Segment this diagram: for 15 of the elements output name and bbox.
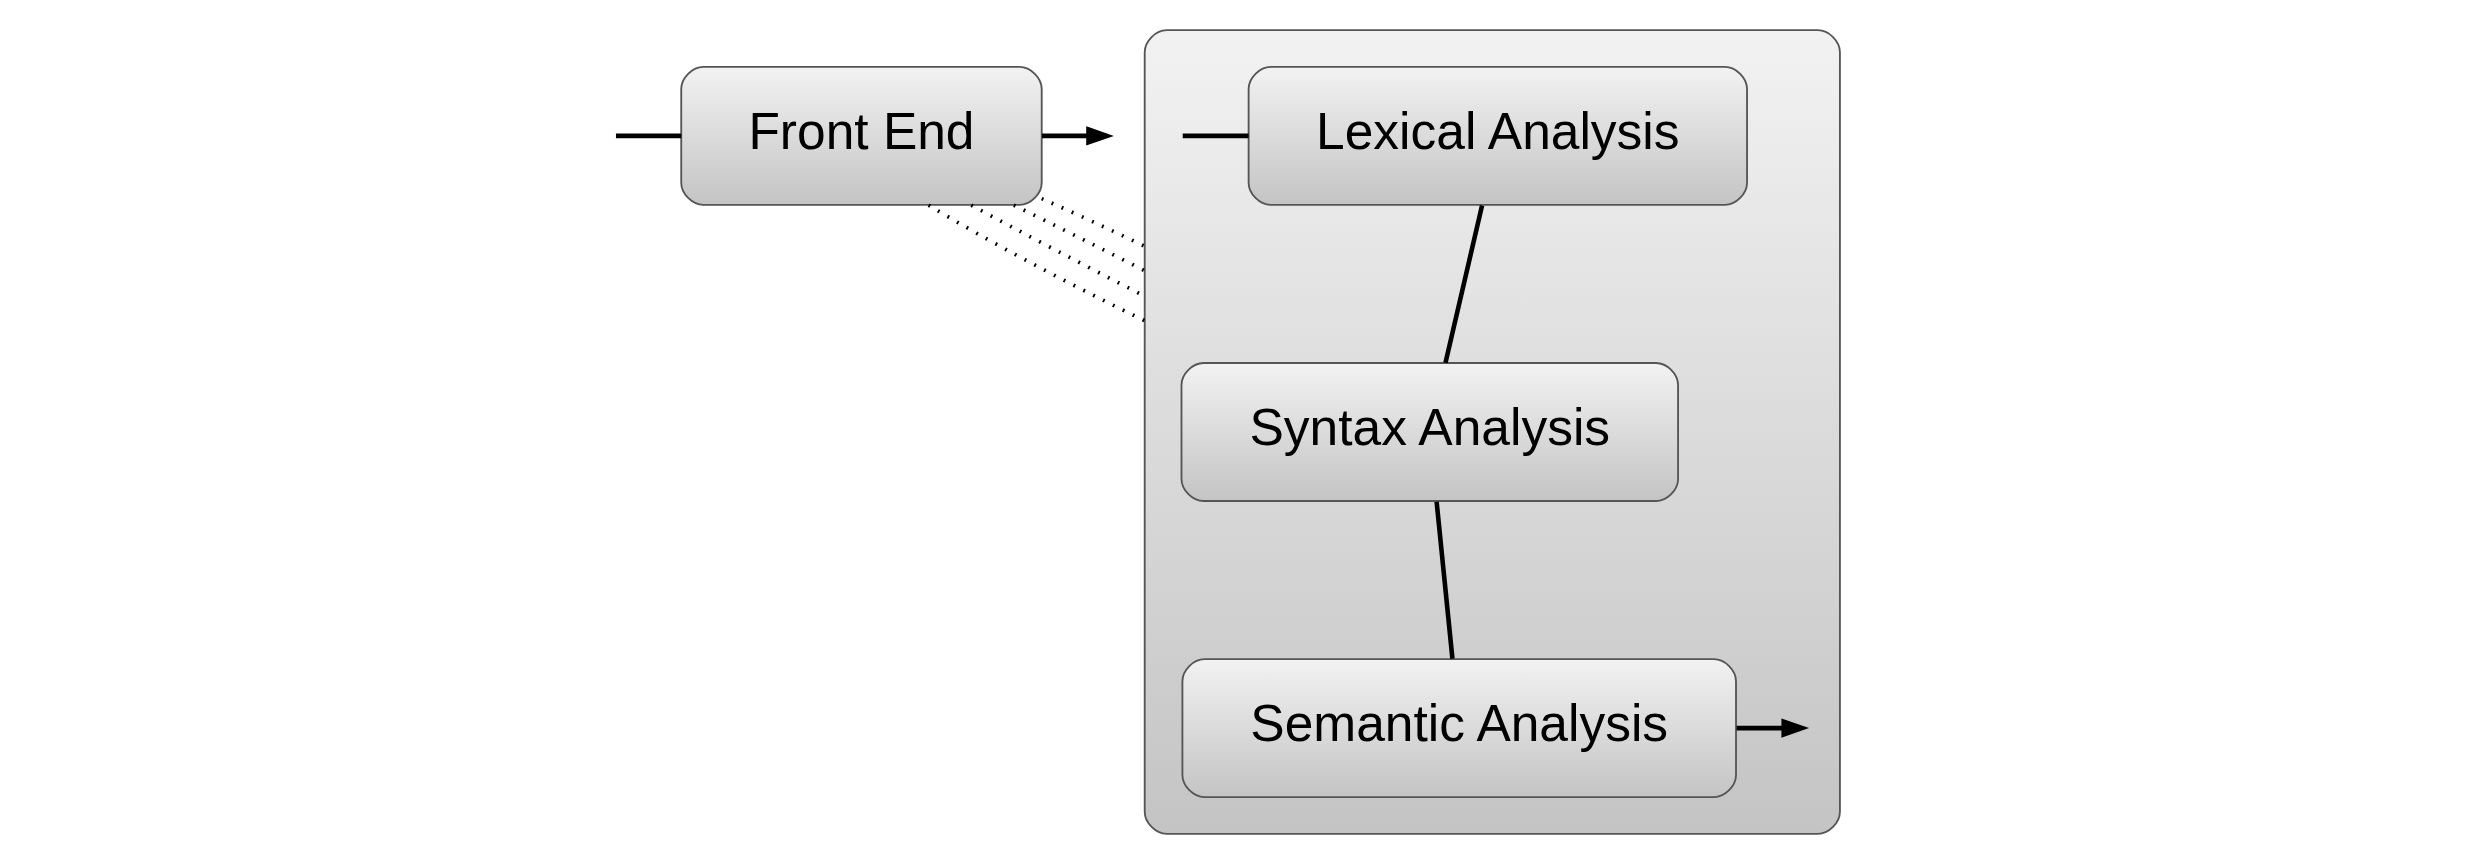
connector [1433, 501, 1455, 660]
connector [1182, 133, 1249, 139]
connector [927, 203, 1145, 323]
node-box: Lexical Analysis [1247, 66, 1748, 206]
connector [1012, 203, 1146, 273]
connector [1442, 205, 1484, 364]
node-box: Front End [679, 66, 1043, 206]
cluster [1143, 29, 1841, 835]
node-box: Semantic Analysis [1181, 658, 1737, 798]
connector [969, 203, 1146, 298]
node-box: Syntax Analysis [1180, 362, 1679, 502]
arrow [1041, 126, 1114, 146]
connector [1040, 197, 1145, 248]
arrow [1736, 718, 1809, 738]
connector [615, 133, 681, 139]
